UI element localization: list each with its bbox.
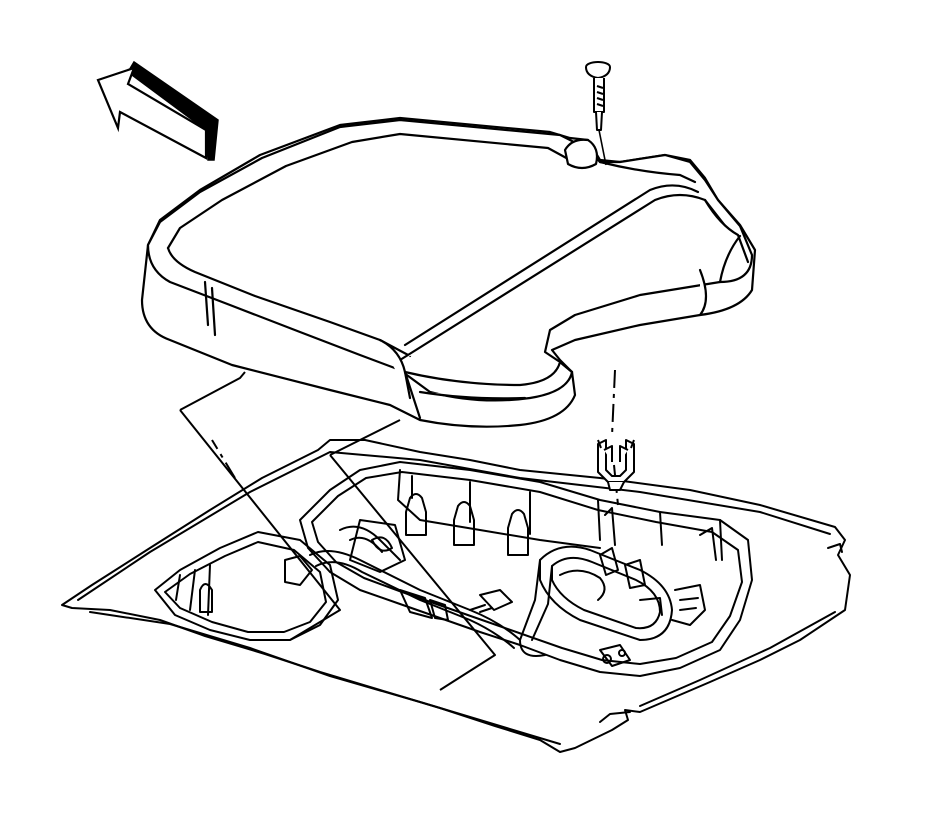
floor-panel [61, 439, 851, 753]
screw-icon [585, 61, 611, 166]
left-storage-recess [154, 531, 339, 641]
dashed-guide-lines [211, 369, 619, 506]
cover-panel [140, 116, 757, 428]
main-storage-tub [299, 461, 753, 677]
front-direction-arrow-icon [96, 60, 219, 161]
retainer-clip-icon [597, 439, 635, 491]
wiring-harness [309, 519, 706, 667]
